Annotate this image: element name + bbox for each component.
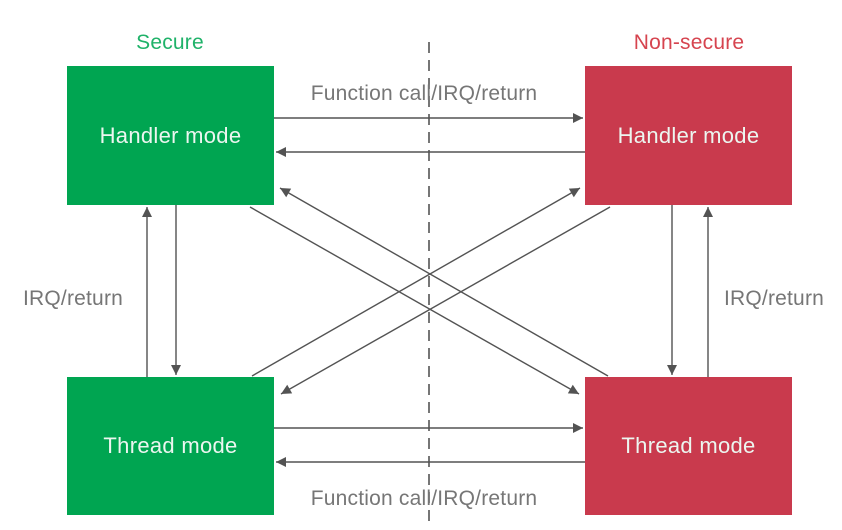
nonsecure-handler-mode-box	[585, 66, 792, 205]
arrow-secure-handler-to-nonsecure-thread	[249, 206, 580, 395]
secure-irq-return-label: IRQ/return	[23, 287, 123, 310]
nonsecure-column-heading: Non-secure	[634, 31, 745, 54]
arrow-secure-thread-to-nonsecure-handler	[251, 187, 581, 377]
arrow-nonsecure-thread-to-secure-handler	[279, 187, 609, 377]
nonsecure-handler-mode-label: Handler mode	[618, 123, 760, 148]
secure-thread-mode-box	[67, 377, 274, 515]
arrow-nonsecure-handler-to-secure-thread	[280, 206, 611, 395]
secure-thread-mode-label: Thread mode	[103, 433, 237, 458]
top-transition-label: Function call/IRQ/return	[311, 82, 538, 105]
nonsecure-thread-mode-box	[585, 377, 792, 515]
secure-handler-mode-box	[67, 66, 274, 205]
secure-column-heading: Secure	[136, 31, 204, 54]
bottom-transition-label: Function call/IRQ/return	[311, 487, 538, 510]
nonsecure-irq-return-label: IRQ/return	[724, 287, 824, 310]
nonsecure-thread-mode-label: Thread mode	[621, 433, 755, 458]
secure-handler-mode-label: Handler mode	[100, 123, 242, 148]
